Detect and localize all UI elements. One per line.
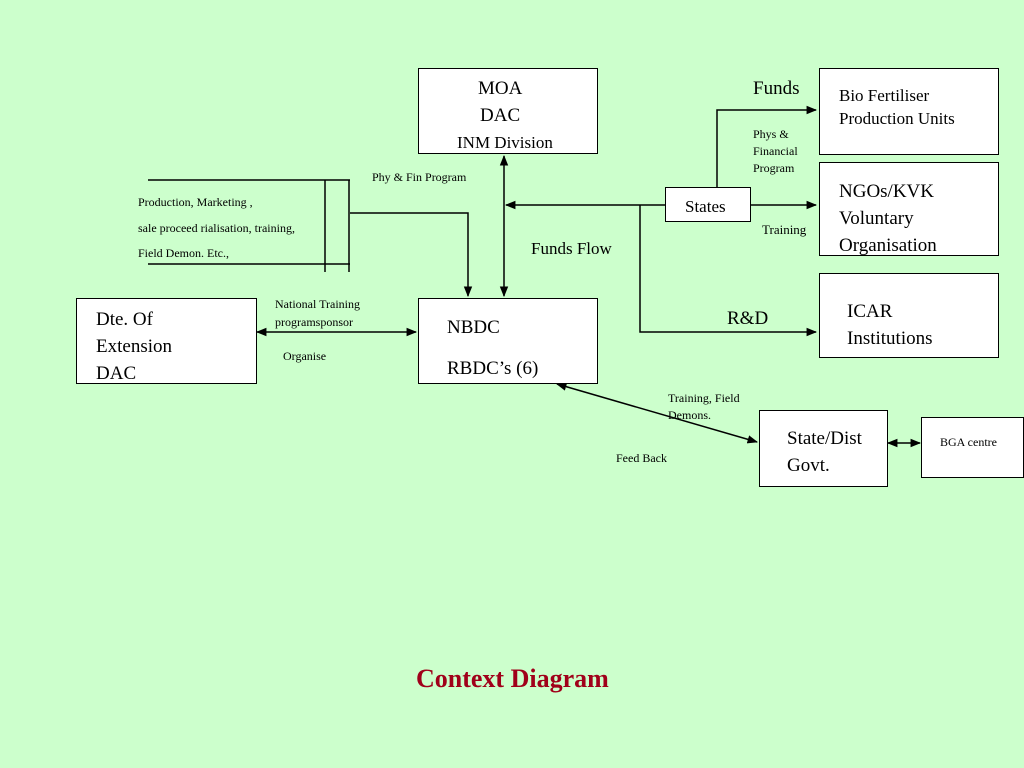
phys-financial-label-1: Phys & — [753, 127, 789, 141]
state-dist-label-1: State/Dist — [787, 428, 862, 449]
funds-flow-label: Funds Flow — [531, 239, 612, 258]
dte-label-3: DAC — [96, 363, 137, 384]
ngo-label-1: NGOs/KVK — [839, 181, 934, 202]
dte-label-2: Extension — [96, 336, 172, 357]
state-dist-govt-box: State/Dist Govt. — [759, 410, 888, 487]
datastore-to-nbdc-arrow — [350, 212, 473, 298]
states-label: States — [685, 197, 726, 216]
inm-division-label: INM Division — [457, 133, 553, 152]
moa-label: MOA — [478, 78, 523, 99]
training-label: Training — [762, 222, 807, 237]
bio-fertiliser-label-2: Production Units — [839, 109, 955, 128]
state-dist-label-2: Govt. — [787, 455, 830, 476]
feed-back-label: Feed Back — [616, 451, 667, 465]
icar-label-2: Institutions — [847, 328, 933, 349]
icar-box: ICAR Institutions — [819, 273, 999, 358]
icar-label-1: ICAR — [847, 301, 893, 322]
rd-label: R&D — [727, 308, 769, 329]
datastore-text-2: sale proceed rialisation, training, — [138, 221, 295, 235]
rbdc-label: RBDC’s (6) — [447, 358, 539, 379]
phys-financial-label-2: Financial — [753, 144, 798, 158]
nbdc-label: NBDC — [447, 317, 500, 338]
ngo-box: NGOs/KVK Voluntary Organisation — [819, 162, 999, 256]
ngo-label-3: Organisation — [839, 235, 937, 256]
ngo-label-2: Voluntary — [839, 208, 914, 229]
phy-fin-program-label: Phy & Fin Program — [372, 170, 467, 184]
datastore-text-3: Field Demon. Etc., — [138, 246, 229, 260]
bio-fertiliser-label-1: Bio Fertiliser — [839, 86, 930, 105]
organise-label: Organise — [283, 349, 327, 363]
national-training-label-2: programsponsor — [275, 315, 353, 329]
rd-arrow — [639, 205, 818, 337]
states-box: States — [665, 187, 751, 222]
bga-centre-label: BGA centre — [940, 435, 997, 449]
nbdc-box: NBDC RBDC’s (6) — [418, 298, 598, 384]
diagram-title: Context Diagram — [416, 664, 609, 693]
funds-arrow — [716, 105, 818, 187]
dac-label: DAC — [480, 105, 521, 126]
funds-label: Funds — [753, 78, 800, 99]
moa-box: MOA DAC INM Division — [418, 68, 598, 154]
phys-financial-label-3: Program — [753, 161, 795, 175]
national-training-label-1: National Training — [275, 297, 361, 311]
feedback-arrow — [555, 382, 759, 444]
bga-centre-box: BGA centre — [921, 417, 1024, 478]
training-field-label-2: Demons. — [668, 408, 711, 422]
dte-label-1: Dte. Of — [96, 309, 153, 330]
dte-extension-box: Dte. Of Extension DAC — [76, 298, 257, 384]
training-field-label-1: Training, Field — [668, 391, 740, 405]
datastore-text-1: Production, Marketing , — [138, 195, 253, 209]
bio-fertiliser-box: Bio Fertiliser Production Units — [819, 68, 999, 155]
